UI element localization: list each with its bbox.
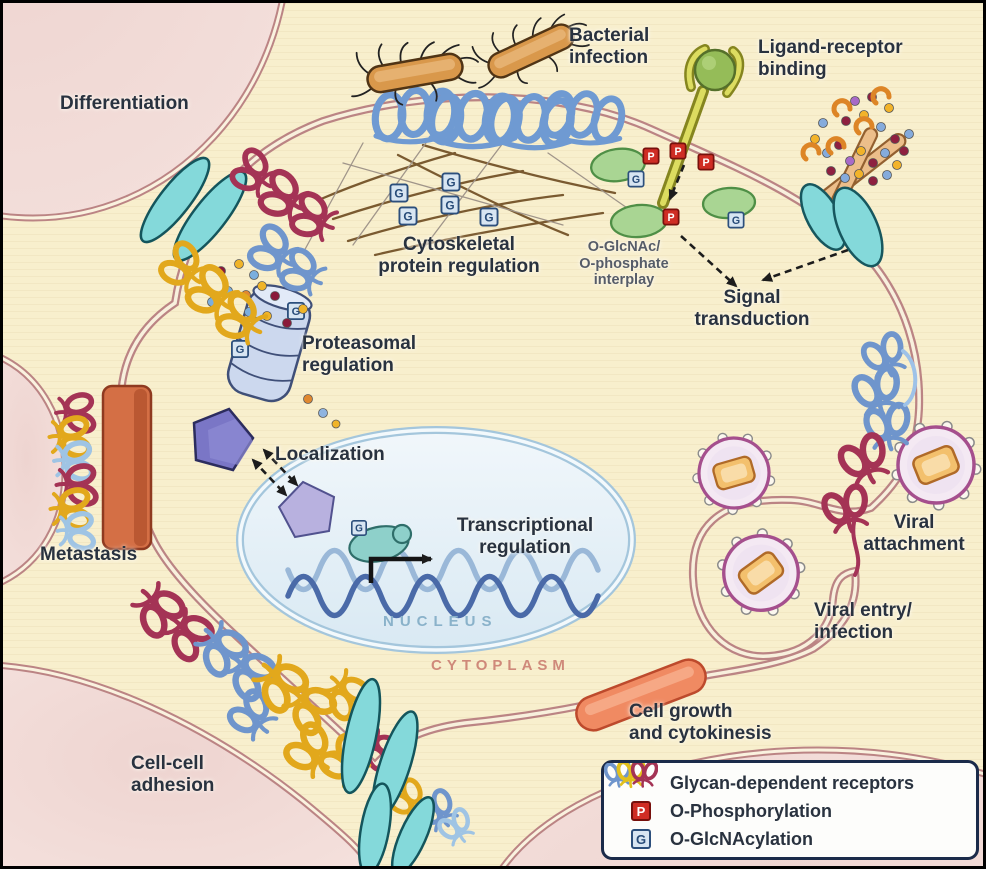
membrane-glycan-coils [370,85,627,150]
main-cell [116,93,924,771]
glycan-receptor-complex-icon [799,86,914,268]
dna-helix-icon [285,547,601,619]
label-bacterial-infection: Bacterial infection [569,25,650,68]
virus-icon-endocytosed [711,522,813,624]
legend-row-glycan: Glycan-dependent receptors [604,763,966,797]
adhesion-receptor-pills [340,677,436,866]
metastasis-bar-icon [101,384,153,551]
label-viral-entry-infection: Viral entry/ infection [814,600,912,643]
label-cytoskeletal-regulation: Cytoskeletal protein regulation [378,234,540,277]
legend: Glycan-dependent receptors P O-Phosphory… [601,760,979,860]
legend-row-glcnac: G O-GlcNAcylation [612,825,966,853]
label-nucleus: NUCLEUS [383,613,498,630]
label-cytoplasm: CYTOPLASM [431,657,570,674]
label-proteasomal-regulation: Proteasomal regulation [302,333,417,376]
legend-row-phospho: P O-Phosphorylation [612,797,966,825]
label-cell-growth-cytokinesis: Cell growth and cytokinesis [629,701,772,744]
label-transcriptional-regulation: Transcriptional regulation [456,515,594,558]
neighbor-cell-top-left [3,3,286,222]
label-signal-transduction: Signal transduction [694,287,810,330]
viral-attachment-glycans [818,329,915,577]
transcription-factor-icon [348,523,413,563]
virus-icon-free [685,423,785,524]
label-oglcnac-ophosphate-interplay: O-GlcNAc/ O-phosphate interplay [579,239,669,289]
label-metastasis: Metastasis [40,544,138,565]
diagram-artwork: G P [3,3,983,866]
label-cell-cell-adhesion: Cell-cell adhesion [131,753,215,796]
differentiation-receptors [139,143,343,352]
localization-arrows [251,448,299,497]
legend-phospho-label: O-Phosphorylation [670,800,832,821]
cytokinesis-furrow-icon [575,658,707,732]
legend-glycan-label: Glycan-dependent receptors [670,772,915,793]
legend-glcnac-label: O-GlcNAcylation [670,828,814,849]
label-viral-attachment: Viral attachment [863,512,965,555]
label-ligand-receptor-binding: Ligand-receptor binding [758,37,903,80]
label-localization: Localization [275,444,385,465]
label-differentiation: Differentiation [60,93,189,114]
signal-arrows [668,164,849,288]
ligand-icon [693,48,737,92]
phospho-chip-icon: P [631,801,651,821]
transcription-arrow-icon [368,554,433,583]
cargo-pentagon-icon [192,407,255,472]
ligand-receptor-icon [657,44,745,209]
glcnac-chip-icon: G [631,829,651,849]
cargo-pentagon-faded-icon [277,480,336,539]
